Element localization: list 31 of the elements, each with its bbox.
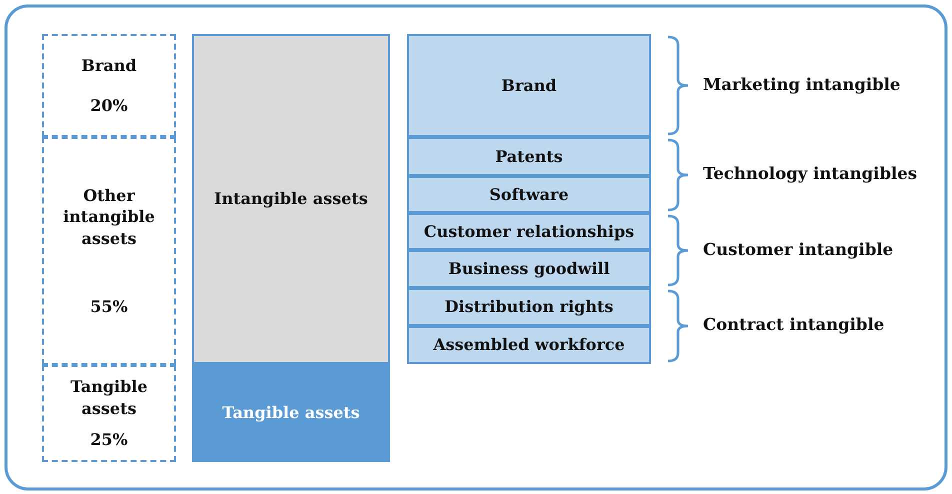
box-label: Intangible assets — [213, 188, 369, 210]
group-label: Contract intangible — [703, 315, 884, 334]
percentage: 25% — [89, 429, 129, 451]
box-label: Brand — [80, 54, 138, 76]
dashed-box — [42, 34, 176, 137]
box-label: Distribution rights — [444, 296, 614, 318]
asset-bar — [192, 34, 390, 364]
box-label: Software — [488, 184, 570, 206]
box-label: Customer relationships — [422, 220, 636, 242]
group-label: Customer intangible — [703, 240, 894, 258]
category-box — [407, 326, 651, 364]
box-label: Business goodwill — [447, 258, 611, 280]
category-box — [407, 176, 651, 213]
percentage: 20% — [89, 94, 129, 116]
box-label: Other intangible assets — [62, 184, 156, 250]
box-label: Tangible assets — [69, 376, 149, 420]
group-label: Technology intangibles — [703, 164, 918, 183]
dashed-box — [42, 365, 176, 462]
category-box — [407, 213, 651, 250]
dashed-box — [42, 137, 176, 365]
category-box — [407, 137, 651, 176]
category-box — [407, 250, 651, 288]
category-box — [407, 34, 651, 137]
percentage: 55% — [89, 296, 129, 318]
group-label: Marketing intangible — [703, 74, 900, 94]
box-label: Tangible assets — [221, 402, 361, 424]
box-label: Assembled workforce — [432, 334, 626, 356]
category-box — [407, 288, 651, 326]
asset-bar — [192, 364, 390, 462]
box-label: Patents — [494, 146, 564, 168]
box-label: Brand — [500, 74, 558, 96]
